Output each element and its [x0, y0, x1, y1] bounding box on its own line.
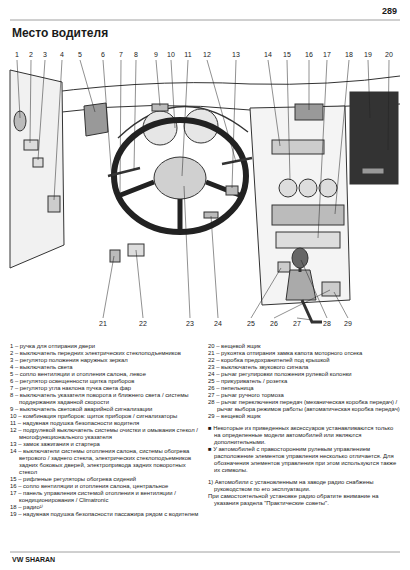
stalks: [108, 158, 252, 176]
knob: [299, 179, 317, 197]
key-item: 14 – выключатели системы отопления салон…: [10, 448, 203, 476]
key-item: 28 – рычаг переключения передач (механич…: [208, 399, 400, 413]
callout-number: 22: [139, 320, 147, 328]
key-item: 25 – прикуриватель / розетка: [208, 378, 400, 385]
key-item: 10 – комбинация приборов: щиток приборов…: [10, 413, 203, 420]
note-text: ■ Некоторые из приведенных аксессуаров у…: [208, 425, 400, 446]
note-text: 1) Автомобили с установленным на заводе …: [208, 479, 400, 493]
switch-row: [272, 140, 324, 154]
callout-number: 27: [293, 320, 301, 328]
key-item: 13 – замок зажигания и стартера: [10, 441, 203, 448]
key-item: 18 – радио¹⁾: [10, 504, 203, 511]
steering-wheel: [114, 120, 246, 232]
hood-release: [110, 250, 120, 262]
left-vent: [84, 103, 108, 136]
knob: [279, 179, 297, 197]
note-text: ■ У автомобилей с правосторонним рулевым…: [208, 446, 400, 474]
key-item: 29 – вещевой ящик: [208, 413, 400, 420]
header-rule: [10, 20, 400, 21]
footer-rule: [10, 552, 400, 553]
callout-number: 1: [15, 51, 19, 59]
footer-text: VW SHARAN: [12, 556, 55, 563]
center-console: [250, 106, 350, 305]
key-item: 24 – рычаг регулировки положения рулевой…: [208, 371, 400, 378]
window-switch: [24, 140, 38, 150]
callout-number: 20: [385, 51, 393, 59]
key-item: 20 – вещевой ящик: [208, 343, 400, 350]
key-item: 8 – выключатель указателя поворота и бли…: [10, 392, 203, 406]
key-item: 7 – регулятор угла наклона пучка света ф…: [10, 385, 203, 392]
callout-number: 17: [323, 51, 331, 59]
key-item: 19 – надувная подушка безопасности пасса…: [10, 511, 203, 518]
leader-lines: [17, 60, 389, 320]
key-item: 15 – рифленые регуляторы обогрева сидени…: [10, 476, 203, 483]
callout-number: 15: [283, 51, 291, 59]
handbrake: [302, 300, 322, 322]
callout-number: 29: [344, 320, 352, 328]
storage-box: [322, 282, 340, 296]
callout-number: 2: [29, 51, 33, 59]
callout-number: 6: [101, 51, 105, 59]
callout-number: 25: [247, 320, 255, 328]
callout-number: 13: [232, 51, 240, 59]
callout-number: 4: [60, 51, 64, 59]
callout-number: 16: [305, 51, 313, 59]
page-number: 289: [382, 6, 397, 16]
radio: [272, 205, 344, 225]
dashboard-drawing: [10, 70, 400, 322]
key-item: 21 – рукоятка отпирания замка капота мот…: [208, 350, 400, 357]
key-item: 4 – выключатель света: [10, 364, 203, 371]
callout-number: 3: [43, 51, 47, 59]
callout-number: 5: [78, 51, 82, 59]
glovebox-handle: [362, 168, 384, 174]
gear-knob: [292, 248, 308, 268]
callout-number: 18: [345, 51, 353, 59]
knob: [319, 179, 337, 197]
key-column-right: 20 – вещевой ящик21 – рукоятка отпирания…: [208, 343, 400, 507]
key-item: 2 – выключатель передних электрических с…: [10, 350, 203, 357]
callout-number: 11: [184, 51, 191, 59]
passenger-airbag: [350, 92, 398, 184]
key-item: 22 – коробка предохранителей под крышкой: [208, 357, 400, 364]
key-item: 9 – выключатель световой аварийной сигна…: [10, 406, 203, 413]
callout-number: 9: [154, 51, 158, 59]
key-item: 5 – сопло вентиляции и отопления салона,…: [10, 371, 203, 378]
note-text: При самостоятельной установке радио обра…: [208, 493, 400, 507]
callout-number: 23: [186, 320, 194, 328]
gear-shaft: [299, 268, 302, 272]
callout-number: 12: [203, 51, 211, 59]
lighter: [278, 262, 290, 272]
shift-boot: [286, 270, 316, 300]
callout-number: 21: [99, 320, 107, 328]
climate-panel: [276, 232, 340, 248]
key-item: 26 – пепельница: [208, 385, 400, 392]
wheel-hub: [154, 157, 206, 199]
dash-top: [10, 76, 400, 98]
key-column-left: 1 – ручка для отпирания двери2 – выключа…: [10, 343, 203, 518]
callout-number: 8: [134, 51, 138, 59]
callout-number: 10: [167, 51, 175, 59]
key-item: 23 – выключатель звукового сигнала: [208, 364, 400, 371]
callout-number: 14: [264, 51, 272, 59]
key-item: 11 – надувная подушка безопасности водит…: [10, 420, 203, 427]
dash-edge: [62, 104, 400, 112]
key-item: 3 – регулятор положения наружных зеркал: [10, 357, 203, 364]
callout-number: 28: [323, 320, 331, 328]
callout-number: 26: [270, 320, 278, 328]
callout-number: 19: [364, 51, 372, 59]
wheel-spokes: [118, 182, 242, 230]
callout-number: 24: [214, 320, 222, 328]
page-title: Место водителя: [12, 26, 108, 40]
key-item: 6 – регулятор освещенности щитка приборо…: [10, 378, 203, 385]
callout-number: 7: [119, 51, 123, 59]
key-item: 27 – рычаг ручного тормоза: [208, 392, 400, 399]
key-item: 1 – ручка для отпирания двери: [10, 343, 203, 350]
key-item: 12 – подрулевой выключатель системы очис…: [10, 427, 203, 441]
key-item: 17 – панель управления системой отоплени…: [10, 490, 203, 504]
key-item: 16 – сопло вентиляции и отопления салона…: [10, 483, 203, 490]
